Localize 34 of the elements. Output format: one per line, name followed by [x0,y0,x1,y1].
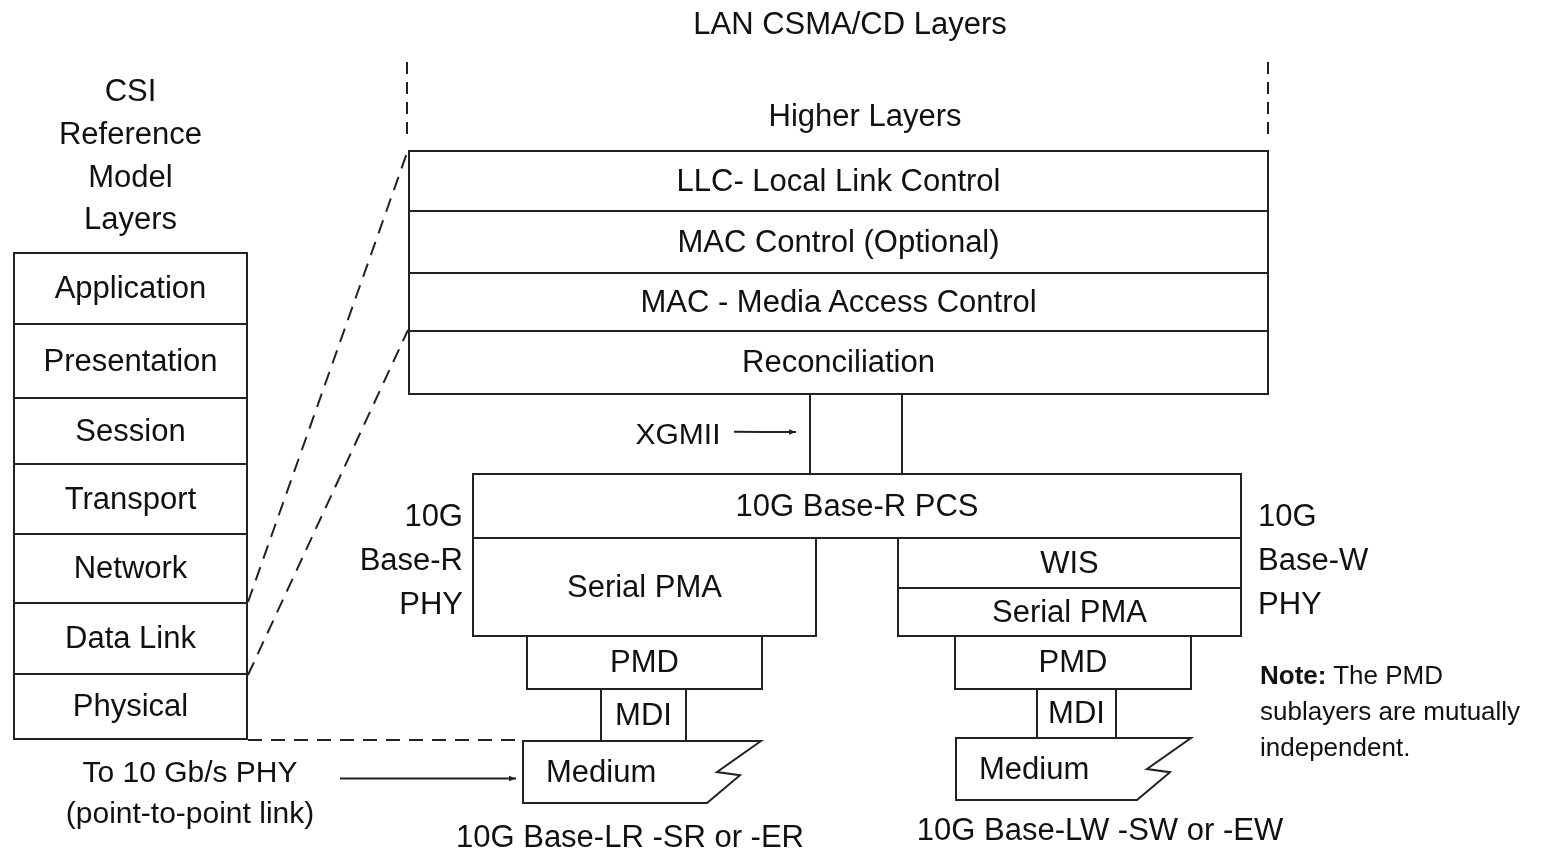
variant-label: 10G Base-LR -SR or -ER [455,818,805,856]
layer-box: Presentation [13,323,248,399]
layer-box: Serial PMA [472,537,817,637]
interface-label: To 10 Gb/s PHY (point-to-point link) [40,750,340,834]
variant-label: 10G Base-LW -SW or -EW [915,811,1285,849]
interface-label: XGMII [622,412,734,456]
layer-box: LLC- Local Link Control [408,150,1269,212]
layer-box: Data Link [13,602,248,675]
layer-box: Network [13,533,248,604]
interface-line [809,394,811,474]
layer-box: PMD [526,635,763,690]
layer-box: MAC Control (Optional) [408,210,1269,274]
medium-box: Medium [955,737,1192,801]
medium-box: Medium [522,740,762,804]
phy-label: 10G Base-W PHY [1258,497,1370,624]
layer-box: Physical [13,673,248,740]
layer-box: MAC - Media Access Control [408,272,1269,332]
arrow [339,775,517,782]
layer-box: PMD [954,635,1192,690]
layer-box: Transport [13,463,248,535]
stack-heading: CSI Reference Model Layers [58,72,203,239]
dashed-connector [247,329,409,676]
layer-heading: Higher Layers [767,97,963,135]
section-heading: LAN CSMA/CD Layers [692,5,1008,43]
note-text: Note: The PMD sublayers are mutually independent. [1260,659,1522,764]
layer-box: 10G Base-R PCS [472,473,1242,539]
layer-box: Application [13,252,248,325]
phy-label: 10G Base-R PHY [358,497,463,624]
layer-box: Reconciliation [408,330,1269,395]
layer-box: WIS [897,537,1242,589]
interface-line [901,394,903,474]
layer-box: Serial PMA [897,587,1242,637]
arrow [733,429,797,435]
layer-box: Session [13,397,248,465]
